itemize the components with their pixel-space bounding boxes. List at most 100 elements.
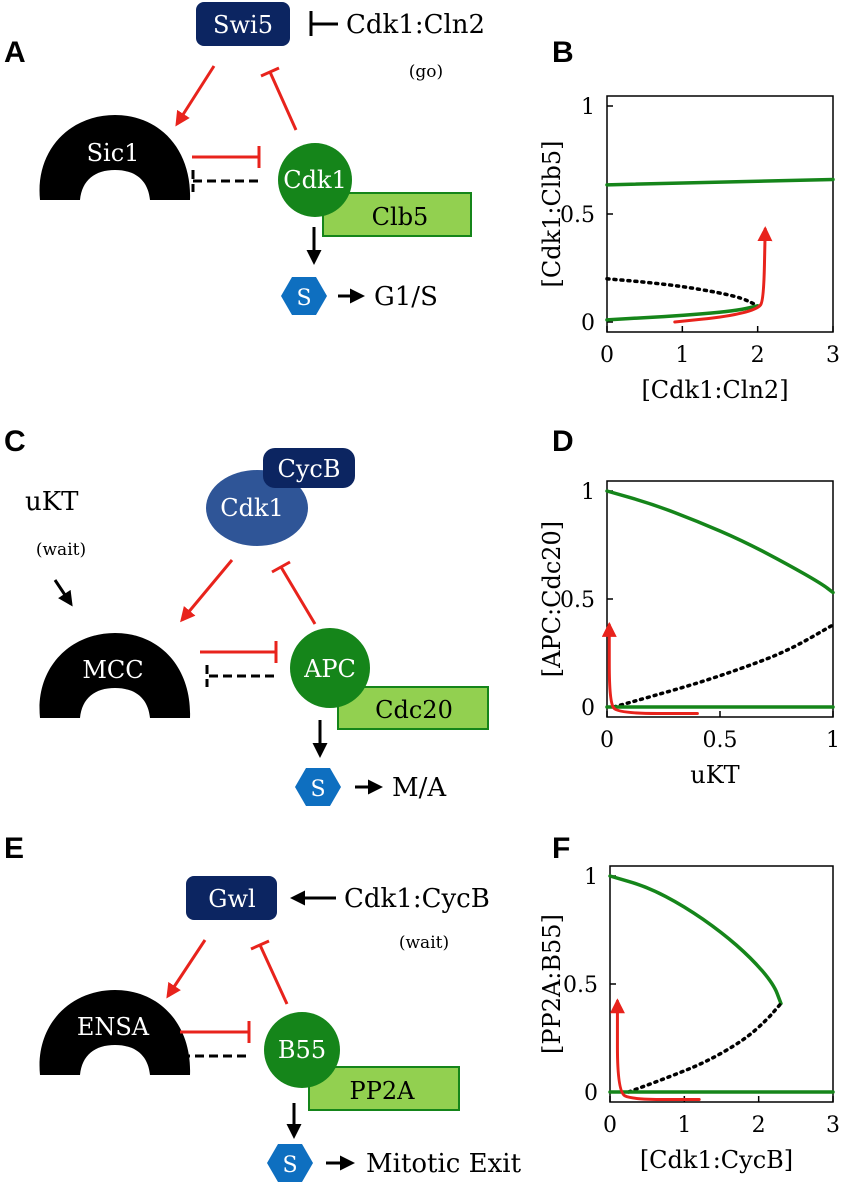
b55-circle [264, 1012, 340, 1088]
panel-letter-c: C [4, 425, 26, 458]
y-tick-label: 0 [581, 696, 595, 721]
x-tick-label: 0.5 [703, 728, 738, 753]
cln2-inhibits-swi5 [309, 11, 338, 36]
wait-label-e: (wait) [399, 933, 449, 953]
x-tick-label: 3 [826, 1113, 840, 1138]
apc-inhibits-mcc-dashed [205, 665, 274, 687]
b55-inhibits-ensa-dashed [178, 1045, 246, 1067]
panel-c: C Cdk1 CycB uKT (wait) MCC Cdc20 APC S M… [4, 425, 489, 806]
cdk1-ellipse [206, 470, 308, 546]
cdk1-cycb-label: Cdk1:CycB [344, 884, 490, 914]
cdk1-circle [278, 143, 352, 217]
cdc20-label: Cdc20 [375, 696, 453, 724]
substrate-label-c: S [310, 777, 325, 802]
sic1-label: Sic1 [87, 139, 140, 167]
cdc20-box [337, 686, 489, 730]
unstable-branch [626, 1001, 783, 1094]
substrate-label: S [296, 286, 311, 311]
panel-letter-e: E [4, 832, 24, 865]
sic1-inhibits-cdk1 [192, 146, 261, 168]
trajectory-arrow [609, 998, 701, 1102]
x-tick-label: 3 [826, 343, 840, 368]
cdk1-inhibits-sic1-dashed [191, 170, 258, 192]
mitotic-exit-label: Mitotic Exit [366, 1149, 522, 1179]
x-axis-label: [Cdk1:CycB] [640, 1146, 793, 1174]
sic1-shape [39, 115, 191, 200]
y-tick-label: 1 [581, 480, 595, 505]
y-tick-label: 0.5 [560, 588, 595, 613]
stable-low-branch [605, 304, 760, 322]
x-tick-label: 0 [600, 343, 614, 368]
x-tick-label: 2 [751, 343, 765, 368]
panel-letter-a: A [4, 36, 26, 69]
x-tick-label: 0 [600, 728, 614, 753]
chart-b: 0 1 2 3 0 0.5 1 [Cdk1:Cln2] [Cdk1:Clb5] [538, 95, 840, 404]
cycb-label: CycB [278, 455, 341, 483]
stable-high-branch [608, 874, 783, 1006]
ensa-shape [39, 990, 191, 1075]
cdk1-inhibits-swi5 [260, 66, 298, 131]
y-tick-label: 0.5 [560, 203, 595, 228]
chart-d: 0 0.5 1 0 0.5 1 uKT [APC:Cdc20] [538, 480, 840, 789]
go-label: (go) [409, 62, 443, 82]
panel-letter-b: B [552, 36, 574, 69]
cdk1-activates-mcc [180, 559, 234, 623]
panel-letter-f: F [552, 832, 570, 865]
stable-high-branch [605, 489, 835, 595]
apc-circle [290, 628, 370, 708]
panel-a: A Swi5 Cdk1:Cln2 (go) Sic1 Clb5 Cdk1 S G… [4, 2, 485, 315]
swi5-activates-sic1 [175, 65, 216, 127]
mcc-inhibits-apc [200, 641, 278, 663]
x-axis-label: uKT [690, 761, 739, 789]
x-tick-label: 1 [826, 728, 840, 753]
panel-e: E Gwl Cdk1:CycB (wait) ENSA PP2A B55 S M… [4, 832, 522, 1182]
y-tick-label: 0.5 [563, 973, 598, 998]
cycb-box [263, 448, 355, 488]
trajectory-arrow [673, 226, 773, 324]
cdk1-label-c: Cdk1 [220, 494, 284, 522]
plot-frame [606, 95, 834, 333]
mcc-shape [39, 633, 191, 718]
wait-label-c: (wait) [36, 540, 86, 560]
substrate-hexagon-c [295, 768, 341, 806]
x-tick-label: 0 [603, 1113, 617, 1138]
y-axis-label: [Cdk1:Clb5] [538, 140, 566, 287]
clb5-label: Clb5 [372, 203, 429, 231]
x-tick-label: 1 [675, 343, 689, 368]
x-tick-label: 1 [677, 1113, 691, 1138]
ukt-label: uKT [25, 487, 79, 517]
output-label: G1/S [374, 282, 438, 312]
y-tick-label: 1 [584, 865, 598, 890]
cdk1-label: Cdk1 [283, 166, 347, 194]
x-axis-label: [Cdk1:Cln2] [641, 376, 788, 404]
apc-inhibits-cdk1 [271, 560, 317, 625]
unstable-branch [605, 277, 760, 308]
substrate-hexagon-e [267, 1144, 313, 1182]
gwl-box [186, 876, 277, 920]
swi5-box [196, 2, 290, 46]
pp2a-label: PP2A [350, 1077, 416, 1105]
ensa-inhibits-b55 [180, 1021, 251, 1043]
substrate-label-e: S [282, 1153, 297, 1178]
unstable-branch [612, 623, 835, 709]
stable-high-branch [605, 177, 835, 187]
clb5-box [322, 192, 472, 237]
gwl-activates-ensa [166, 939, 207, 999]
y-tick-label: 0 [584, 1081, 598, 1106]
y-tick-label: 0 [581, 311, 595, 336]
cln2-label: Cdk1:Cln2 [346, 10, 485, 40]
y-axis-label: [APC:Cdc20] [538, 521, 566, 677]
ukt-activates-mcc [53, 579, 73, 607]
pp2a-box [308, 1066, 460, 1111]
b55-inhibits-gwl [250, 939, 289, 1005]
substrate-hexagon [281, 277, 327, 315]
b55-label: B55 [278, 1036, 326, 1064]
x-tick-label: 2 [752, 1113, 766, 1138]
plot-frame [609, 865, 834, 1103]
ma-label: M/A [392, 773, 447, 803]
plot-frame [606, 480, 834, 718]
apc-label: APC [303, 655, 356, 683]
y-tick-label: 1 [581, 95, 595, 120]
